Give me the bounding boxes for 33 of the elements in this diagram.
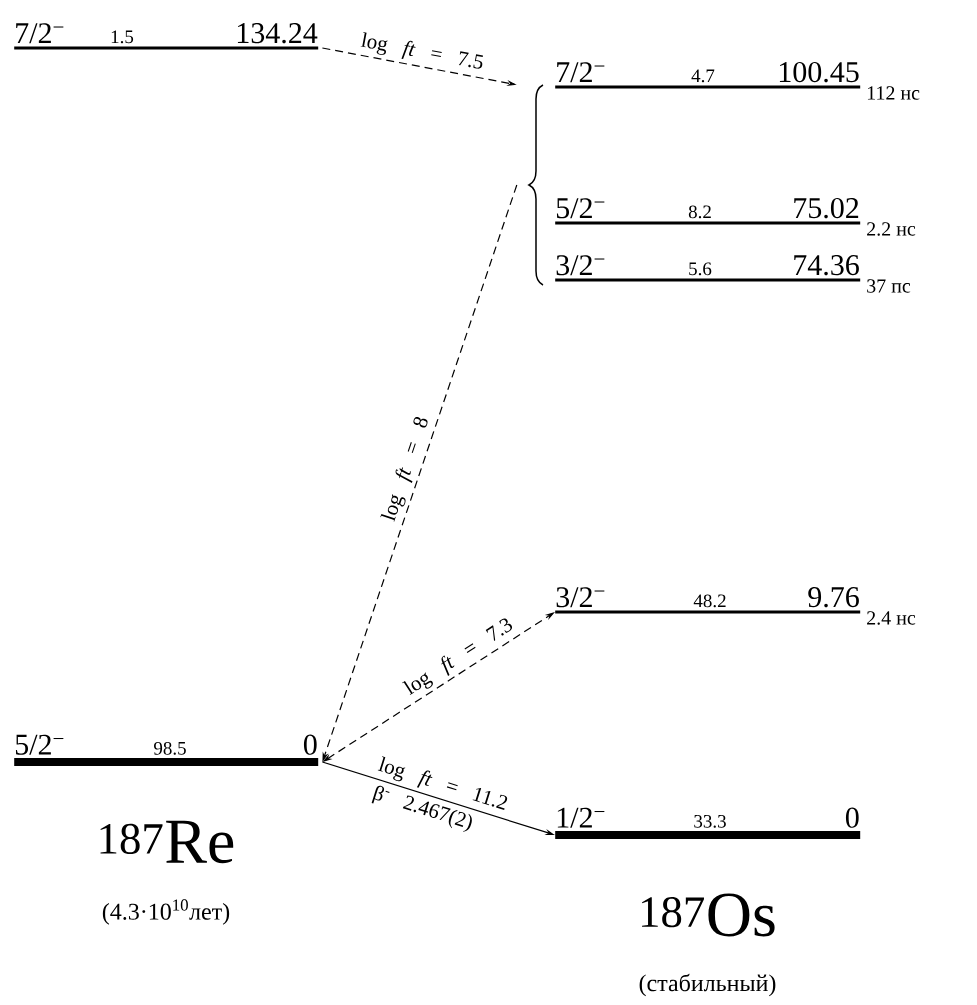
- energy-label: 100.45: [779, 61, 859, 83]
- edge-label: log ft = 7.3: [402, 618, 513, 696]
- energy-label: 75.02: [794, 197, 859, 219]
- state-label: (4.3·10$^{10}$лет): [102, 899, 230, 925]
- edge-label: log ft = 7.5: [360, 32, 483, 69]
- intensity-label: 5.6: [689, 262, 712, 276]
- energy-label: 0: [303, 734, 317, 755]
- lifetime-label: 2.2 нс: [867, 222, 916, 236]
- spin-label: 7/2$^{−}$: [16, 23, 64, 44]
- energy-label: 134.24: [237, 23, 318, 44]
- spin-label: 3/2$^{−}$: [556, 587, 605, 608]
- spin-label: 3/2$^{−}$: [556, 255, 605, 276]
- edge-label: log ft = 8: [380, 416, 428, 522]
- spin-label: 5/2$^{−}$: [556, 198, 605, 219]
- curly-brace: [528, 84, 544, 286]
- isotope-label: $^{187}$Re: [100, 820, 234, 864]
- energy-label: 74.36: [794, 255, 859, 276]
- lifetime-label: 37 пс: [867, 279, 911, 293]
- isotope-label: $^{187}$Os: [642, 893, 775, 937]
- state-label: (стабильный): [639, 973, 776, 997]
- spin-label: 1/2$^{−}$: [557, 807, 605, 828]
- spin-label: 5/2$^{−}$: [15, 734, 64, 755]
- energy-label: 0: [845, 807, 859, 828]
- intensity-label: 33.3: [694, 814, 726, 828]
- intensity-label: 98.5: [154, 741, 186, 755]
- intensity-label: 1.5: [111, 30, 134, 44]
- lifetime-label: 2.4 нс: [867, 611, 916, 625]
- intensity-label: 8.2: [688, 205, 711, 219]
- intensity-label: 4.7: [691, 69, 715, 83]
- lifetime-label: 112 нс: [867, 86, 920, 100]
- intensity-label: 48.2: [693, 594, 726, 608]
- spin-label: 7/2$^{−}$: [557, 62, 605, 83]
- energy-label: 9.76: [808, 587, 859, 608]
